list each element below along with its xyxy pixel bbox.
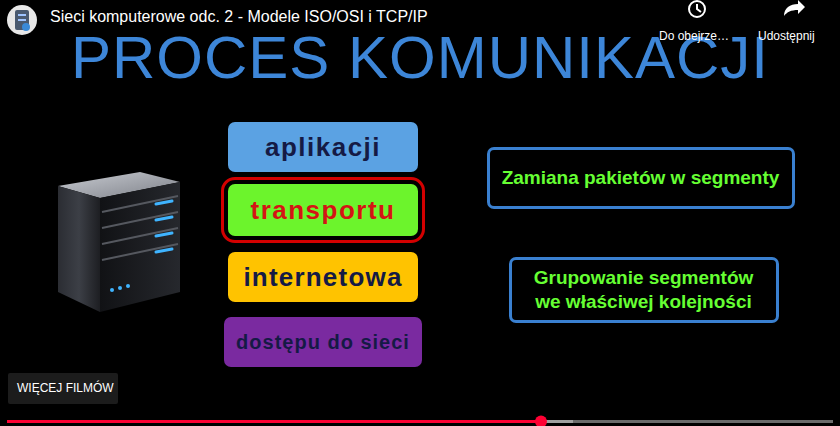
watch-later-label: Do obejrze… (659, 29, 729, 43)
more-videos-button (8, 373, 118, 404)
server-front (58, 186, 100, 312)
share-label: Udostępnij (758, 29, 815, 43)
node-text: internetowa (243, 261, 402, 294)
channel-avatar (7, 5, 37, 35)
clock-icon (689, 1, 705, 17)
layer-box: dostępu do sieci (224, 317, 422, 367)
node-text: Grupowanie segmentów we właściwej kolejn… (524, 266, 764, 314)
progress-bar (7, 416, 833, 426)
node-text: dostępu do sieci (236, 330, 410, 355)
node-text: Zamiana pakietów w segmenty (502, 166, 780, 190)
drive-bays (102, 196, 178, 260)
layer-box: internetowa (228, 252, 418, 302)
description-box: Zamiana pakietów w segmenty (487, 147, 795, 209)
layer-box: transportu (228, 184, 418, 236)
layer-box: aplikacji (228, 122, 418, 172)
node-text: transportu (251, 194, 396, 227)
server-leds (156, 201, 172, 252)
description-box: Grupowanie segmentów we właściwej kolejn… (509, 257, 779, 323)
more-videos-label: WIĘCEJ FILMÓW (17, 381, 114, 395)
node-text: aplikacji (265, 131, 381, 164)
server-dots (110, 284, 130, 292)
server-icon (58, 172, 180, 312)
server-side (100, 182, 180, 312)
share-icon (784, 0, 805, 16)
video-title: Sieci komputerowe odc. 2 - Modele ISO/OS… (50, 8, 428, 26)
